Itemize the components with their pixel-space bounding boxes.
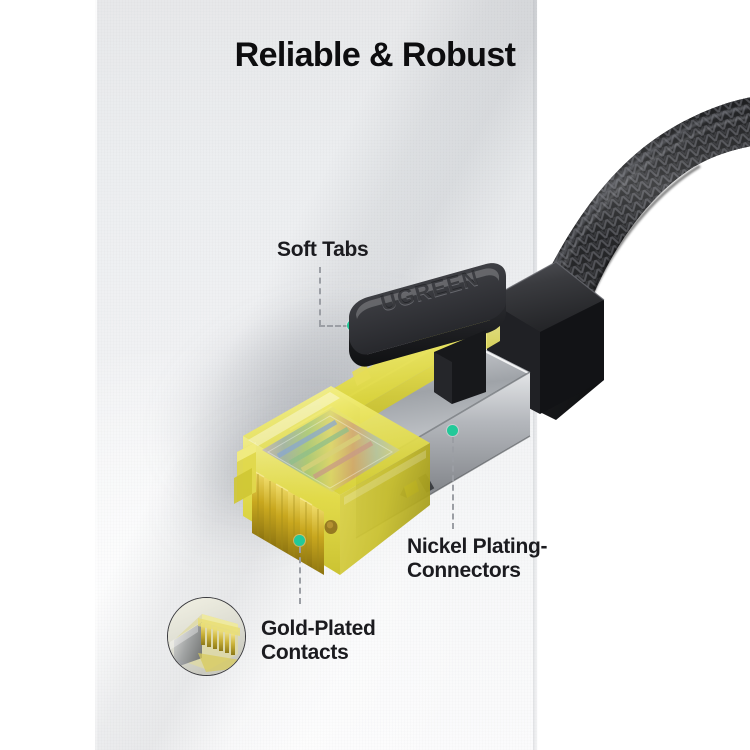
leader-line-nickel-plating (452, 437, 454, 529)
callout-label-nickel-plating-line1: Nickel Plating- (407, 535, 548, 558)
magnifier-inset-art (168, 598, 245, 675)
leader-line-soft-tabs-vertical (319, 267, 321, 326)
leader-line-soft-tabs-horizontal (319, 325, 349, 327)
magnifier-inset-gold-contacts (167, 597, 246, 676)
callout-label-nickel-plating-line2: Connectors (407, 559, 521, 583)
callout-dot-gold-contacts (294, 535, 305, 546)
backdrop-left-edge (95, 0, 97, 750)
leader-line-gold-contacts (299, 547, 301, 604)
callout-label-nickel-plating: Nickel Plating- Connectors (407, 535, 548, 584)
callout-label-gold-contacts-line2: Contacts (261, 641, 349, 665)
callout-label-gold-contacts: Gold-Plated Contacts (261, 617, 376, 666)
callout-label-gold-contacts-line1: Gold-Plated (261, 617, 376, 640)
callout-dot-nickel-plating (447, 425, 458, 436)
page-title: Reliable & Robust (234, 36, 516, 74)
callout-dot-soft-tabs (347, 320, 358, 331)
callout-label-soft-tabs: Soft Tabs (277, 238, 369, 261)
